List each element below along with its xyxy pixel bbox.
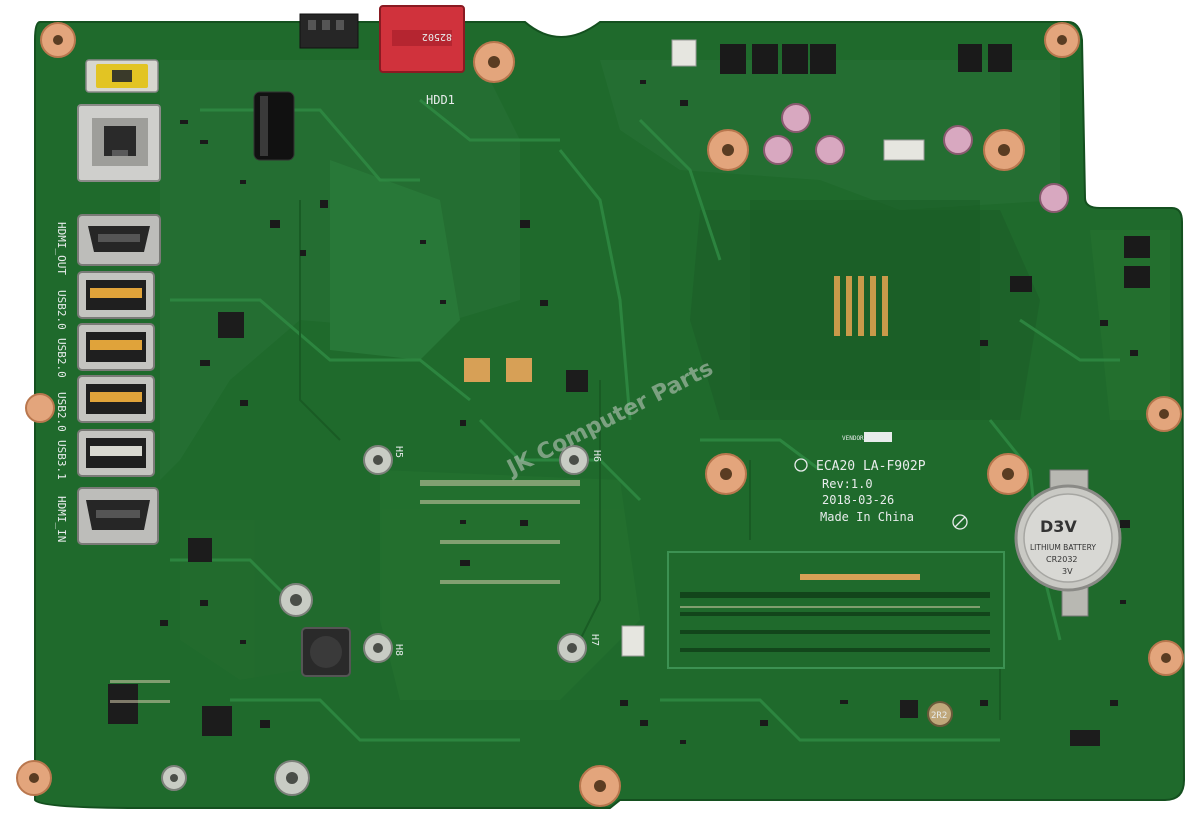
inductor-small: 2R2 [927,701,953,727]
board-model: ECA20 LA-F902P [816,459,926,474]
gold-pad-arrays [464,358,532,382]
battery-type: LITHIUM BATTERY [1030,543,1096,552]
label-hdmi-in: HDMI_IN [55,496,68,542]
port-labels: HDMI_OUT USB2.0 USB2.0 USB2.0 USB3.1 HDM… [55,222,68,542]
dc-jack [85,59,159,93]
label-hdmi-out: HDMI_OUT [55,222,68,275]
label-usb20-c: USB2.0 [55,392,68,432]
board-date: 2018-03-26 [822,493,894,507]
cmos-battery: D3V LITHIUM BATTERY CR2032 3V [1014,469,1122,617]
usb-port-2 [77,323,155,371]
label-hdd1: HDD1 [426,93,455,107]
component-field [110,480,980,703]
label-h8: H8 [393,644,404,656]
cpu-bga-area [750,200,980,400]
power-mosfets [720,44,1150,292]
hdmi-in-port [77,487,159,545]
capacitor-large [253,91,295,161]
small-connectors [621,39,925,657]
hdmi-out-port [77,214,161,266]
label-h7: H7 [589,634,600,646]
label-h6: H6 [591,450,602,462]
sata-power-connector: 82502 [379,5,465,73]
label-usb31: USB3.1 [55,440,68,480]
battery-brand: D3V [1040,517,1077,536]
inductor-marking: 2R2 [931,711,947,721]
inductor [301,627,351,677]
smd-components [160,80,1138,744]
battery-model: CR2032 [1046,555,1078,564]
label-usb20-b: USB2.0 [55,338,68,378]
vendor-label: VENDOR [842,435,864,442]
battery-voltage: 3V [1062,567,1073,576]
sodimm-slot [667,551,1005,669]
connector-marking: 82502 [422,31,452,42]
board-revision: Rev:1.0 [822,477,873,491]
fan-header [299,13,359,49]
ic-chips [108,312,1100,746]
usb-port-3 [77,375,155,423]
usb-port-1 [77,271,155,319]
label-usb20-a: USB2.0 [55,290,68,330]
board-origin: Made In China [820,510,914,524]
label-h5: H5 [393,446,404,458]
lan-port [77,104,161,182]
board-info: ECA20 LA-F902P Rev:1.0 2018-03-26 Made I… [794,432,968,530]
capacitors-pink [763,103,1069,213]
usb31-port [77,429,155,477]
